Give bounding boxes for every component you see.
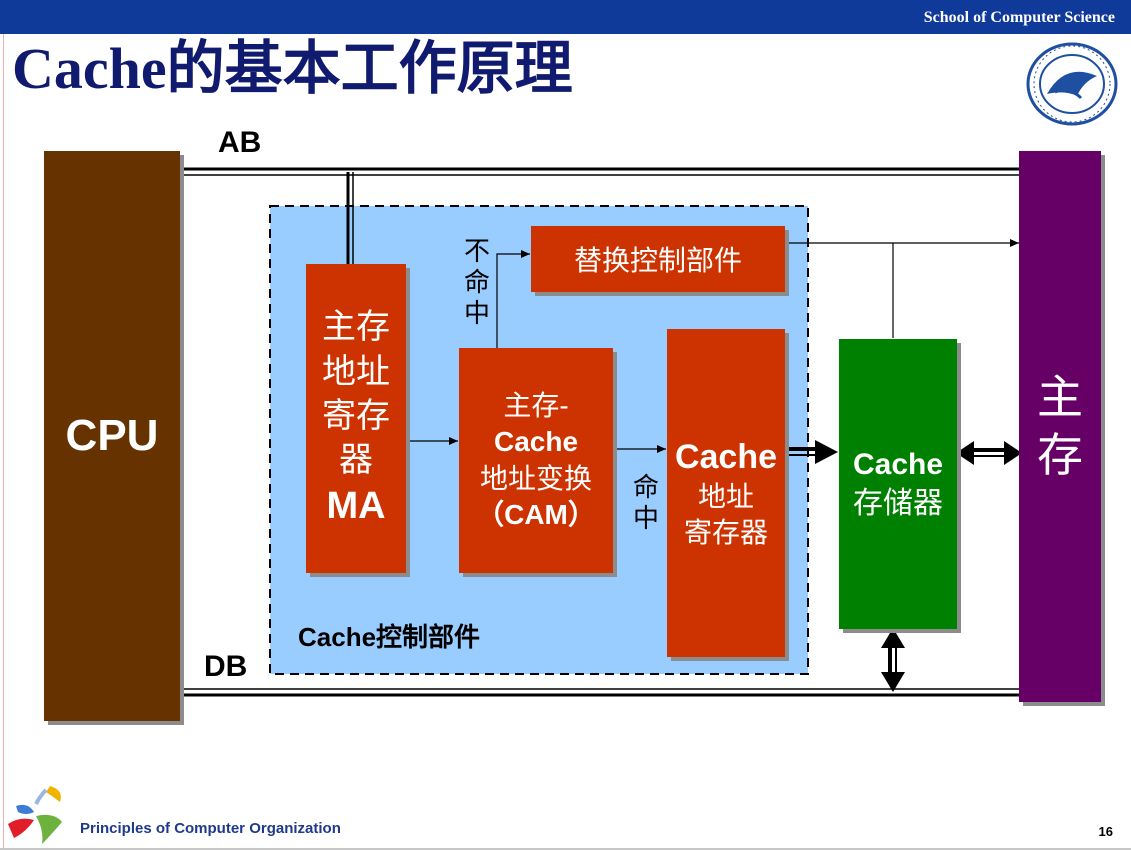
main-memory-line-1: 主: [1037, 371, 1083, 423]
cpu-label: CPU: [65, 411, 159, 460]
main-memory-line-2: 存: [1037, 428, 1083, 481]
footer-divider: [0, 848, 1131, 850]
left-edge-line: [3, 34, 4, 850]
course-name: Principles of Computer Organization: [80, 820, 341, 837]
cam-block: 主存- Cache 地址变换 （CAM）: [459, 348, 613, 573]
cache-control-label: Cache控制部件: [298, 622, 481, 652]
cam-line-1: 主存-: [503, 389, 569, 421]
cam-line-4: （CAM）: [476, 498, 596, 530]
university-seal-logo: [1026, 42, 1118, 126]
ma-line-3: 寄存: [322, 396, 390, 435]
replace-label: 替换控制部件: [573, 245, 742, 276]
school-name: School of Computer Science: [923, 9, 1115, 26]
car-line-3: 寄存器: [683, 517, 768, 549]
course-logo-icon: [8, 786, 62, 844]
cache-storage-block: Cache 存储器: [839, 339, 957, 629]
slide-title: Cache的基本工作原理: [12, 36, 573, 101]
car-line-2: 地址: [697, 480, 754, 512]
main-memory-block: 主 存: [1019, 151, 1101, 702]
header-bar: School of Computer Science: [0, 0, 1131, 34]
cam-line-3: 地址变换: [479, 462, 592, 494]
miss-label: 不 命 中: [464, 236, 491, 329]
storage-line-2: 存储器: [853, 487, 943, 520]
ma-line-4: 器: [339, 440, 373, 479]
cache-address-register-block: Cache 地址 寄存器: [667, 329, 785, 657]
replace-control-block: 替换控制部件: [531, 226, 785, 292]
ab-label: AB: [218, 126, 262, 159]
ma-line-2: 地址: [322, 352, 390, 391]
db-label: DB: [204, 650, 248, 683]
ma-abbr: MA: [326, 485, 386, 528]
page-number: 16: [1098, 824, 1113, 839]
hit-label: 命 中: [633, 472, 660, 534]
cpu-block: CPU: [44, 151, 180, 721]
car-line-1: Cache: [674, 437, 778, 476]
ma-register-block: 主存 地址 寄存 器 MA: [306, 264, 406, 573]
cam-line-2: Cache: [493, 426, 579, 458]
ma-line-1: 主存: [322, 308, 390, 347]
storage-line-1: Cache: [852, 448, 944, 481]
miss-arrow: [496, 250, 530, 348]
